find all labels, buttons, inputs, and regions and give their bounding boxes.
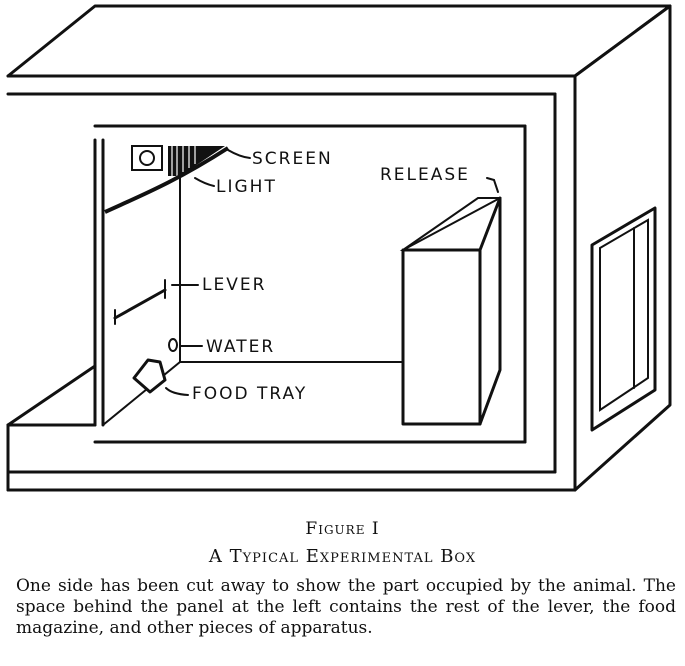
chamber-floor [102, 361, 406, 426]
side-window-inner [599, 218, 649, 412]
figure-caption: Figure I A Typical Experimental Box One … [0, 516, 685, 639]
box-top-surface [6, 4, 672, 78]
figure-title: A Typical Experimental Box [208, 546, 477, 567]
release-box-top-edge [402, 197, 501, 251]
label-release: RELEASE [380, 165, 470, 185]
release-box-side [478, 196, 502, 426]
screen-hatch [168, 146, 225, 176]
figure-description: One side has been cut away to show the p… [16, 576, 676, 638]
release-pointer [486, 177, 499, 193]
food-tray-pointer [165, 387, 189, 396]
label-screen: SCREEN [252, 149, 333, 169]
release-box-front [401, 248, 482, 426]
label-light: LIGHT [216, 177, 277, 197]
label-food-tray: FOOD TRAY [192, 384, 307, 404]
side-window-outer [590, 206, 657, 432]
light-bulb-icon [139, 150, 155, 166]
light-beam [104, 146, 230, 214]
water-spout-icon [168, 338, 178, 352]
light-housing [131, 145, 163, 171]
left-cutaway-wedge [6, 364, 97, 427]
box-front-frame-outer [6, 74, 577, 492]
label-lever: LEVER [202, 275, 266, 295]
figure-number: Figure I [305, 519, 380, 539]
experimental-box-diagram: SCREEN LIGHT RELEASE LEVER WATER FOOD TR… [6, 4, 672, 492]
label-water: WATER [206, 337, 275, 357]
light-pointer [194, 177, 215, 187]
food-tray-icon [132, 358, 167, 394]
lever-bar [113, 288, 167, 320]
screen-pointer [227, 149, 251, 159]
screen-hatch-lines [171, 146, 196, 176]
